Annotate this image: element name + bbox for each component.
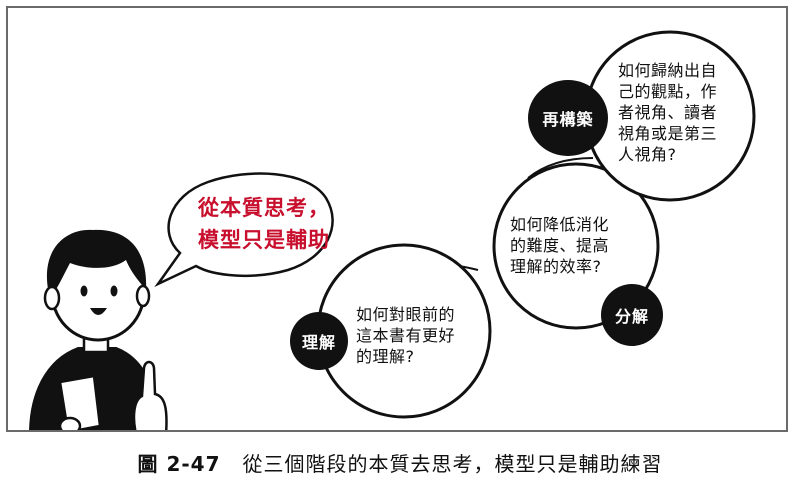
caption-text: 從三個階段的本質去思考，模型只是輔助練習 xyxy=(242,452,663,476)
speech-bubble xyxy=(154,172,334,288)
stage-text-line: 這本書有更好 xyxy=(356,326,456,345)
figure-number: 圖 2-47 xyxy=(137,452,221,476)
stage-text-line: 視角或是第三 xyxy=(618,124,718,143)
speech-line-2: 模型只是輔助 xyxy=(198,228,330,252)
stage-text-reconstruct: 如何歸納出自 己的觀點，作 者視角、讀者 視角或是第三 人視角? xyxy=(618,60,717,165)
stage-text-line: 己的觀點，作 xyxy=(618,82,718,101)
stage-text-line: 人視角? xyxy=(618,145,677,164)
stage-text-line: 如何降低消化 xyxy=(510,215,610,234)
character-figure xyxy=(29,229,168,430)
figure-frame: 從本質思考， 模型只是輔助 如何對眼前的 這本書有更好 的理解? 理解 如何降低… xyxy=(6,6,788,432)
stage-text-line: 者視角、讀者 xyxy=(618,103,718,122)
stage-text-line: 如何歸納出自 xyxy=(618,61,718,80)
stage-text-line: 如何對眼前的 xyxy=(356,305,456,324)
stage-text-line: 的難度、提高 xyxy=(510,236,610,255)
stage-badge-understand: 理解 xyxy=(290,312,348,370)
stage-text-line: 理解的效率? xyxy=(510,257,602,276)
stage-text-decompose: 如何降低消化 的難度、提高 理解的效率? xyxy=(510,214,609,277)
speech-line-1: 從本質思考， xyxy=(198,196,330,220)
stage-badge-reconstruct: 再構築 xyxy=(528,80,608,156)
flow-arrow-2 xyxy=(527,157,594,179)
figure-caption: 圖 2-47 從三個階段的本質去思考，模型只是輔助練習 xyxy=(0,448,800,477)
stage-text-line: 的理解? xyxy=(356,347,415,366)
stage-badge-decompose: 分解 xyxy=(601,284,663,346)
stage-text-understand: 如何對眼前的 這本書有更好 的理解? xyxy=(356,304,455,367)
